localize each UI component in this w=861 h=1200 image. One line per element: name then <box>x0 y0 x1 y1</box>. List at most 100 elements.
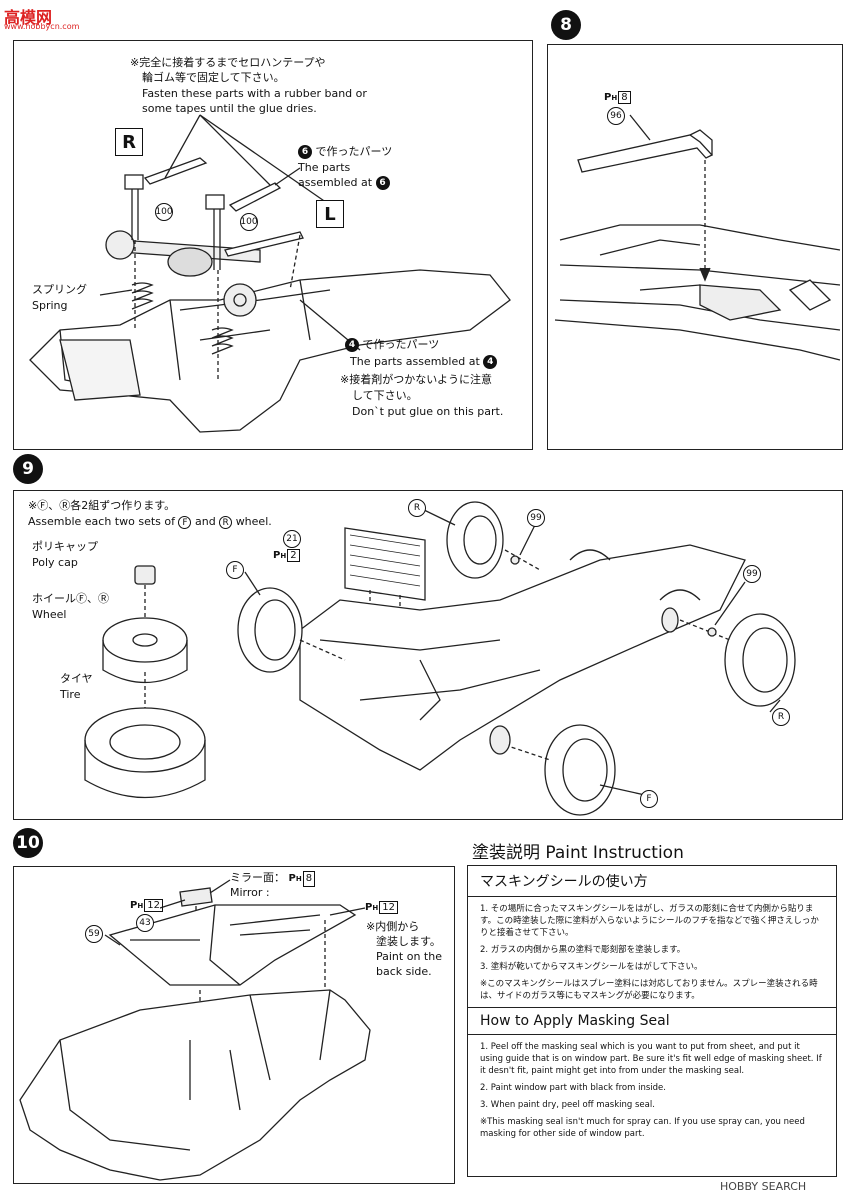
masking-en-item: 3. When paint dry, peel off masking seal… <box>480 1100 655 1110</box>
right-side-label: R <box>115 128 143 156</box>
step6-ref-icon-2: 6 <box>375 176 390 190</box>
paint-prefix: P <box>365 902 373 913</box>
spring-en: Spring <box>32 299 68 312</box>
masking-jp-list: 1. その場所に合ったマスキングシールをはがし、ガラスの彫刻に合せて内側から貼り… <box>480 903 824 1002</box>
wheel-en: Wheel <box>32 608 67 621</box>
masking-jp-header: マスキングシールの使い方 <box>468 866 836 897</box>
footer-brand: HOBBY SEARCH <box>720 1180 807 1193</box>
tire-en: Tire <box>60 688 81 701</box>
mirror-jp: ミラー面： <box>230 871 285 884</box>
paint-prefix: P <box>273 550 281 561</box>
from-step6-callout: 6 で作ったパーツ <box>298 145 392 159</box>
paint-sub: H <box>137 902 144 910</box>
step7-note-en: Fasten these parts with a rubber band or <box>142 87 367 100</box>
paint-sub: H <box>611 94 618 102</box>
part-59: 59 <box>85 925 103 943</box>
step7-note-jp2: 輪ゴム等で固定して下さい。 <box>142 71 285 84</box>
rear-marker: R <box>219 515 233 529</box>
part-100-right: 100 <box>240 213 258 231</box>
paint-sub: H <box>295 875 302 883</box>
step4-ref-icon-2: 4 <box>483 355 498 369</box>
site-url: www.hobbycn.com <box>4 22 80 31</box>
from-step4-en: The parts assembled at <box>350 355 480 368</box>
step8-panel <box>547 44 843 450</box>
inside-jp: ※内側から <box>366 920 420 933</box>
paint-sub: H <box>280 552 287 560</box>
from-step4-jp: で作ったパーツ <box>362 338 440 351</box>
paint-code-box: 2 <box>287 549 300 562</box>
step9-note-en-line: Assemble each two sets of F and R wheel. <box>28 515 272 529</box>
paint-prefix: P <box>604 92 612 103</box>
masking-en-header: How to Apply Masking Seal <box>468 1007 836 1035</box>
mirror-en: Mirror : <box>230 886 270 899</box>
masking-jp-item: ※このマスキングシールはスプレー塗料には対応しておりません。スプレー塗装される時… <box>480 979 818 1001</box>
step9-note-jp: ※Ⓕ、Ⓡ各2組ずつ作ります。 <box>28 499 176 512</box>
masking-seal-box: マスキングシールの使い方 1. その場所に合ったマスキングシールをはがし、ガラス… <box>467 865 837 1177</box>
from-step6-en2-line: assembled at 6 <box>298 176 390 190</box>
part-99-top: 99 <box>527 509 545 527</box>
inside-jp2: 塗装します。 <box>376 935 441 948</box>
noglue-jp: ※接着剤がつかないように注意 <box>340 373 492 386</box>
front-marker: F <box>178 515 192 529</box>
paint-code-box: 8 <box>618 91 631 104</box>
paint-code-box: 12 <box>144 899 163 912</box>
from-step6-jp: で作ったパーツ <box>315 145 393 158</box>
masking-jp-item: 1. その場所に合ったマスキングシールをはがし、ガラスの彫刻に合せて内側から貼り… <box>480 904 819 938</box>
paint-code-box: 8 <box>302 871 316 887</box>
step7-note-en2: some tapes until the glue dries. <box>142 102 317 115</box>
step9-note-end: wheel. <box>235 515 272 528</box>
from-step6-en2: assembled at <box>298 176 373 189</box>
spring-jp: スプリング <box>32 283 87 296</box>
part-99-right: 99 <box>743 565 761 583</box>
part-100-left: 100 <box>155 203 173 221</box>
part-21: 21 <box>283 530 301 548</box>
left-side-label: L <box>316 200 344 228</box>
wheel-jp: ホイールⒻ、Ⓡ <box>32 592 109 605</box>
part-43: 43 <box>136 914 154 932</box>
paint-prefix: P <box>130 900 138 911</box>
masking-en-item: ※This masking seal isn't much for spray … <box>480 1117 805 1139</box>
masking-jp-item: 2. ガラスの内側から黒の塗料で彫刻部を塗装します。 <box>480 945 686 955</box>
paint-prefix: P <box>288 873 296 884</box>
noglue-en: Don`t put glue on this part. <box>352 405 504 418</box>
from-step6-en: The parts <box>298 161 351 174</box>
masking-en-item: 1. Peel off the masking seal which is yo… <box>480 1042 822 1076</box>
step9-note-en: Assemble each two sets of <box>28 515 175 528</box>
front-label-left: F <box>226 561 244 579</box>
masking-en-list: 1. Peel off the masking seal which is yo… <box>480 1041 824 1140</box>
paint-instruction-title: 塗装説明 Paint Instruction <box>472 843 684 863</box>
part-96: 96 <box>607 107 625 125</box>
from-step4-en-line: The parts assembled at 4 <box>350 355 498 369</box>
paint-code-box: 12 <box>379 901 398 914</box>
step6-ref-icon: 6 <box>298 145 312 159</box>
front-label-bottom: F <box>640 790 658 808</box>
step8-number: 8 <box>551 10 581 40</box>
paint-sub: H <box>372 904 379 912</box>
polycap-jp: ポリキャップ <box>32 540 98 553</box>
masking-en-item: 2. Paint window part with black from ins… <box>480 1083 666 1093</box>
rear-label-top: R <box>408 499 426 517</box>
inside-en: Paint on the <box>376 950 442 963</box>
polycap-en: Poly cap <box>32 556 78 569</box>
step9-number: 9 <box>13 454 43 484</box>
step7-note-jp: ※完全に接着するまでセロハンテープや <box>130 56 326 69</box>
step4-ref-icon: 4 <box>345 338 359 352</box>
rear-label-right: R <box>772 708 790 726</box>
tire-jp: タイヤ <box>60 672 93 685</box>
inside-en2: back side. <box>376 965 432 978</box>
site-logo: 高模网 <box>4 8 53 27</box>
masking-jp-item: 3. 塗料が乾いてからマスキングシールをはがして下さい。 <box>480 962 703 972</box>
step9-note-and: and <box>194 515 216 528</box>
from-step4-callout: 4 で作ったパーツ <box>345 338 439 352</box>
step10-number: 10 <box>13 828 43 858</box>
